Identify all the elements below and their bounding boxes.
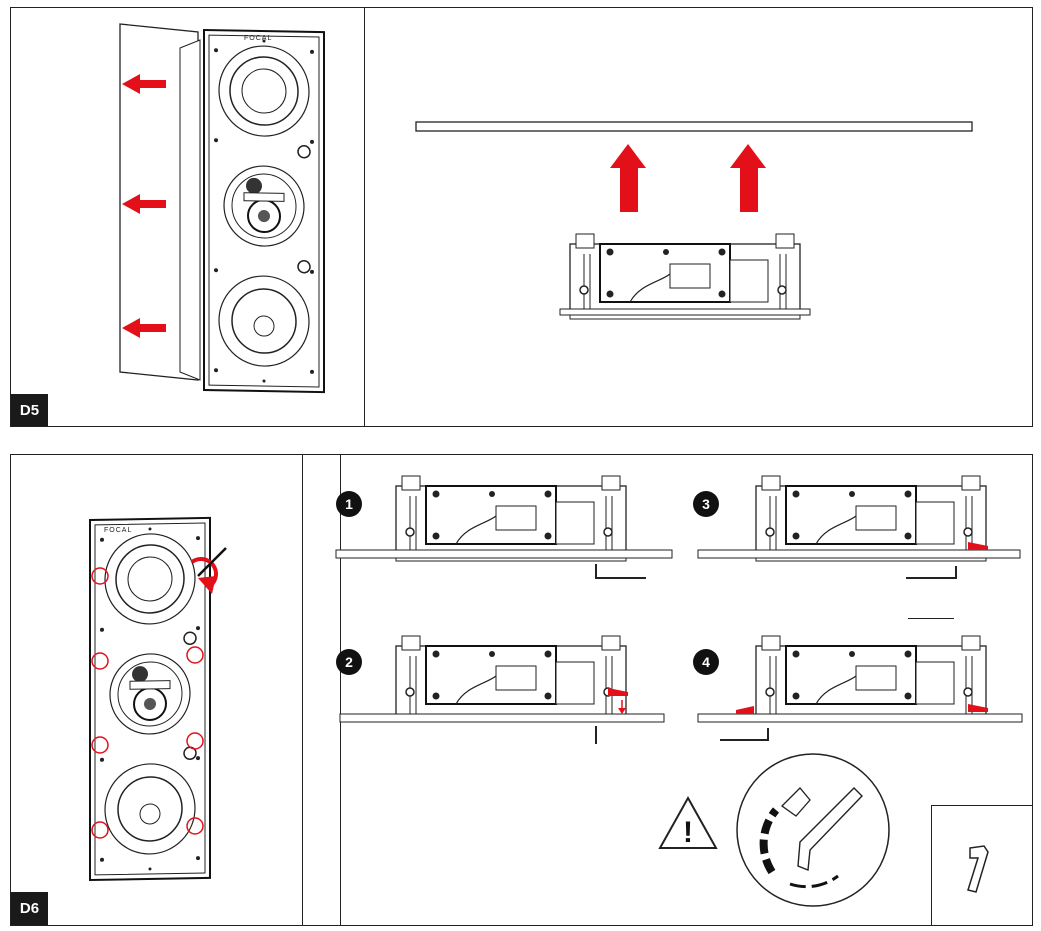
circled-screw-icon — [91, 567, 204, 839]
d5-speaker-illustration: FOCAL — [119, 23, 326, 394]
hex-key-icon — [967, 845, 989, 893]
panel-label-d6: D6 — [11, 892, 48, 925]
panel-d5 — [10, 7, 1033, 427]
arrow-up-icon — [610, 144, 766, 212]
wall-panel — [415, 121, 973, 132]
step-3-illustration — [697, 475, 1021, 579]
brand-logo-d6: FOCAL — [104, 527, 132, 534]
step-4-illustration — [697, 635, 1023, 741]
step-badge-3: 3 — [693, 491, 719, 517]
svg-text:!: ! — [683, 816, 693, 849]
brand-logo-d5: FOCAL — [244, 35, 272, 42]
wall-fragment — [908, 618, 954, 619]
step-badge-4: 4 — [693, 649, 719, 675]
d5-enclosure-illustration — [559, 233, 811, 320]
panel-d6 — [10, 454, 1033, 926]
panel-d6-divider-b — [340, 454, 341, 926]
warning-icon: ! — [658, 795, 718, 849]
arrow-left-icon — [122, 74, 166, 338]
d6-speaker-illustration: FOCAL — [88, 516, 212, 882]
rotate-arrow-icon — [190, 547, 227, 594]
panel-d5-divider — [364, 7, 365, 427]
panel-label-d5: D5 — [11, 394, 48, 426]
step-badge-1: 1 — [336, 491, 362, 517]
step-badge-2: 2 — [336, 649, 362, 675]
step-2-illustration — [339, 635, 665, 744]
torque-detail — [736, 753, 890, 907]
panel-d6-divider-a — [302, 454, 303, 926]
hex-key-box — [931, 805, 1033, 926]
step-1-illustration — [335, 475, 673, 579]
